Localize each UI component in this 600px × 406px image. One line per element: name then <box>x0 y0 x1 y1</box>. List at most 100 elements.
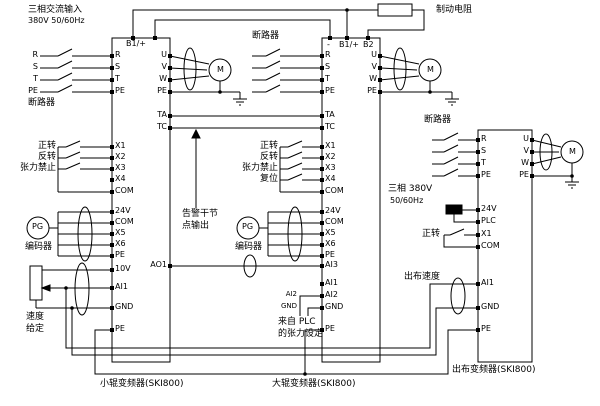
label-terminals-box1-right_analog_out: AO1 <box>150 260 167 269</box>
encoder2-wires <box>259 211 322 257</box>
wiring <box>26 3 584 375</box>
terminal-tick <box>320 54 324 58</box>
terminal-tick <box>320 210 324 214</box>
terminal-tick <box>110 156 114 160</box>
label-terminals-box1-left_encoder-3: X6 <box>115 239 126 248</box>
terminal-tick <box>320 114 324 118</box>
terminal-tick <box>110 306 114 310</box>
dc-bus-wires <box>132 9 425 38</box>
digital-inputs2-wires <box>279 146 322 193</box>
label-terminals-box2-left_digital-0: X1 <box>325 141 336 150</box>
label-terminals-box1-left_digital-3: X4 <box>115 174 126 183</box>
label-terminals-box3-left_control-3: COM <box>481 241 500 250</box>
breaker3-switches <box>443 132 459 177</box>
pot-wiper-arrow <box>40 284 51 292</box>
input3-wires <box>432 139 478 177</box>
terminal-tick <box>328 36 332 40</box>
label-labels-breaker_3: 断路器 <box>424 115 452 125</box>
label-terminals-box2-left_analog-0: AI3 <box>325 260 338 269</box>
label-terminals-box1-right_relay-0: TA <box>157 110 167 119</box>
terminal-tick <box>110 254 114 258</box>
speed-pot-wires <box>35 269 112 309</box>
jumper-wires <box>453 209 478 223</box>
terminal-tick <box>320 156 324 160</box>
label-labels-forward_3: 正转 <box>421 229 440 239</box>
label-terminals-box3-left_power-3: PE <box>481 170 491 179</box>
label-terminals-box2-left_analog-3: GND <box>325 302 344 311</box>
label-terminals-box2-right_output-2: W <box>369 74 377 83</box>
label-terminals-box2-left_digital-1: X2 <box>325 152 336 161</box>
terminal-tick <box>110 221 114 225</box>
label-terminals-box3-left_power-2: T <box>481 158 486 167</box>
label-terminals-box2-left_encoder-3: X6 <box>325 239 336 248</box>
label-terminals-box2-left_analog-2: AI2 <box>325 290 338 299</box>
terminal-tick <box>168 264 172 268</box>
label-terminals-box1-left_power-3: PE <box>115 86 125 95</box>
plc-tension-wires <box>299 295 322 316</box>
terminal-tick <box>110 190 114 194</box>
label-terminals-box2-left_encoder-0: 24V <box>325 206 341 215</box>
terminal-tick <box>168 90 172 94</box>
label-labels-forward_1: 正转 <box>37 141 56 151</box>
inverter2-box <box>321 37 381 363</box>
label-terminals-box2-left_power-0: R <box>325 50 331 59</box>
terminal-tick <box>168 78 172 82</box>
terminal-tick <box>110 90 114 94</box>
label-labels-cloth_speed: 出布速度 <box>404 272 441 282</box>
label-terminals-box2-left_relay-1: TC <box>325 122 336 131</box>
label-terminals-box1-right_output-0: U <box>161 50 167 59</box>
terminal-tick <box>110 66 114 70</box>
label-labels-speed_ref_1: 速度 <box>26 312 45 322</box>
label-terminals-box1-right_output-2: W <box>159 74 167 83</box>
label-terminals-box2-left_relay-0: TA <box>325 110 335 119</box>
terminal-tick <box>110 210 114 214</box>
motor2-wires <box>379 55 459 106</box>
terminal-tick <box>378 54 382 58</box>
input2-wires <box>252 55 322 93</box>
terminal-tick <box>110 268 114 272</box>
label-terminals-box2-left_digital-3: X4 <box>325 174 336 183</box>
label-labels-reset_2: 复位 <box>259 174 278 184</box>
motor1-wires <box>169 55 247 106</box>
terminal-tick <box>110 243 114 247</box>
terminal-tick <box>476 245 480 249</box>
label-terminals-box2-left_encoder-2: X5 <box>325 228 336 237</box>
pe-bus-wires <box>94 329 478 375</box>
label-terminals-box2-left_power-2: T <box>325 74 330 83</box>
terminal-tick <box>378 66 382 70</box>
label-terminals-box2-left_analog-1: AI1 <box>325 278 338 287</box>
terminal-tick <box>476 220 480 224</box>
motor3-wires <box>531 139 579 189</box>
label-labels-alarm_output_2: 点输出 <box>182 221 210 231</box>
terminal-tick <box>530 150 534 154</box>
terminal-tick <box>110 328 114 332</box>
label-terminals-box1-left_analog-0: 10V <box>115 264 131 273</box>
junction-dot <box>428 90 432 94</box>
label-terminals-wire_tags-1: GND <box>280 302 297 310</box>
terminal-tick <box>476 138 480 142</box>
label-labels-three_phase_input_2: 380V 50/60Hz <box>28 16 85 25</box>
label-terminals-box1-left_power-0: R <box>115 50 121 59</box>
label-terminals-input_left-0: R <box>32 50 38 59</box>
label-labels-inverter_1: 小辊变频器(SKI800) <box>100 379 184 389</box>
label-labels-alarm_output_1: 告警干节 <box>182 209 219 219</box>
label-terminals-box3-left_control-0: 24V <box>481 204 497 213</box>
terminal-tick <box>320 232 324 236</box>
junction-dot <box>303 372 307 376</box>
terminal-tick <box>378 90 382 94</box>
terminal-tick <box>110 167 114 171</box>
shield-cable-icon <box>450 277 466 315</box>
terminal-tick <box>110 54 114 58</box>
label-labels-forward_2: 正转 <box>259 141 278 151</box>
label-terminals-box3-right_output-3: PE <box>519 170 529 179</box>
label-labels-from_plc_2: 的张力设定 <box>278 329 324 339</box>
terminal-tick <box>476 282 480 286</box>
junction-dot <box>70 306 74 310</box>
label-labels-breaker_2: 断路器 <box>252 31 280 41</box>
terminal-tick <box>110 286 114 290</box>
encoder1-wires <box>49 211 112 257</box>
label-terminals-box1-left_digital-1: X2 <box>115 152 126 161</box>
terminal-tick <box>476 208 480 212</box>
